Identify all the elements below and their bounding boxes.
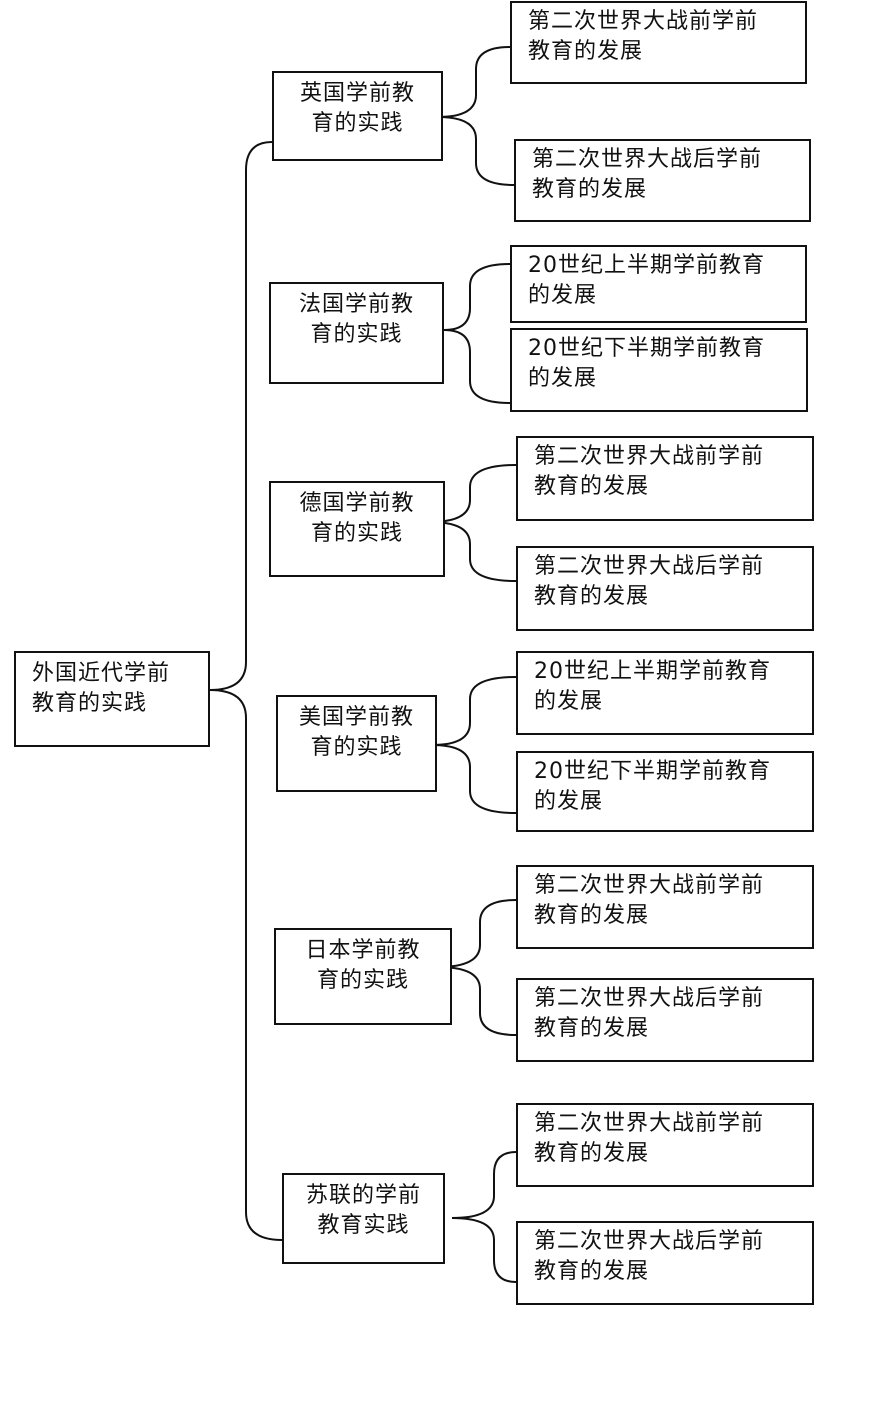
root-brace-upper [209,141,273,691]
leaf-node-germany-postwar: 第二次世界大战后学前 教育的发展 [516,546,814,631]
branch-brace-lower-4 [437,966,517,1036]
branch-node-japan: 日本学前教 育的实践 [274,928,452,1025]
leaf-node-usa-first-half: 20世纪上半期学前教育 的发展 [516,651,814,735]
branch-node-france: 法国学前教 育的实践 [269,282,444,384]
leaf-node-germany-prewar: 第二次世界大战前学前 教育的发展 [516,436,814,521]
branch-node-germany: 德国学前教 育的实践 [269,481,445,577]
branch-brace-upper-3 [431,676,517,746]
branch-brace-upper-2 [429,464,517,523]
leaf-node-japan-prewar: 第二次世界大战前学前 教育的发展 [516,865,814,949]
leaf-node-france-second-half: 20世纪下半期学前教育 的发展 [510,328,808,412]
leaf-node-usa-second-half: 20世纪下半期学前教育 的发展 [516,751,814,832]
root-node: 外国近代学前 教育的实践 [14,651,210,747]
branch-brace-lower-1 [443,329,511,404]
leaf-node-japan-postwar: 第二次世界大战后学前 教育的发展 [516,978,814,1062]
branch-brace-upper-1 [443,263,511,331]
leaf-node-uk-postwar: 第二次世界大战后学前 教育的发展 [514,139,811,222]
branch-brace-lower-3 [431,744,517,814]
leaf-node-ussr-prewar: 第二次世界大战前学前 教育的发展 [516,1103,814,1187]
leaf-node-france-first-half: 20世纪上半期学前教育 的发展 [510,245,807,323]
branch-brace-upper-0 [437,46,511,118]
root-brace-lower [209,689,283,1241]
branch-brace-lower-5 [451,1217,517,1283]
branch-node-uk: 英国学前教 育的实践 [272,71,443,161]
branch-brace-lower-0 [437,116,515,186]
leaf-node-ussr-postwar: 第二次世界大战后学前 教育的发展 [516,1221,814,1305]
leaf-node-uk-prewar: 第二次世界大战前学前 教育的发展 [510,1,807,84]
branch-node-usa: 美国学前教 育的实践 [276,695,437,792]
branch-node-ussr: 苏联的学前 教育实践 [282,1173,445,1264]
branch-brace-lower-2 [429,521,517,582]
branch-brace-upper-4 [437,899,517,968]
branch-brace-upper-5 [451,1151,517,1219]
